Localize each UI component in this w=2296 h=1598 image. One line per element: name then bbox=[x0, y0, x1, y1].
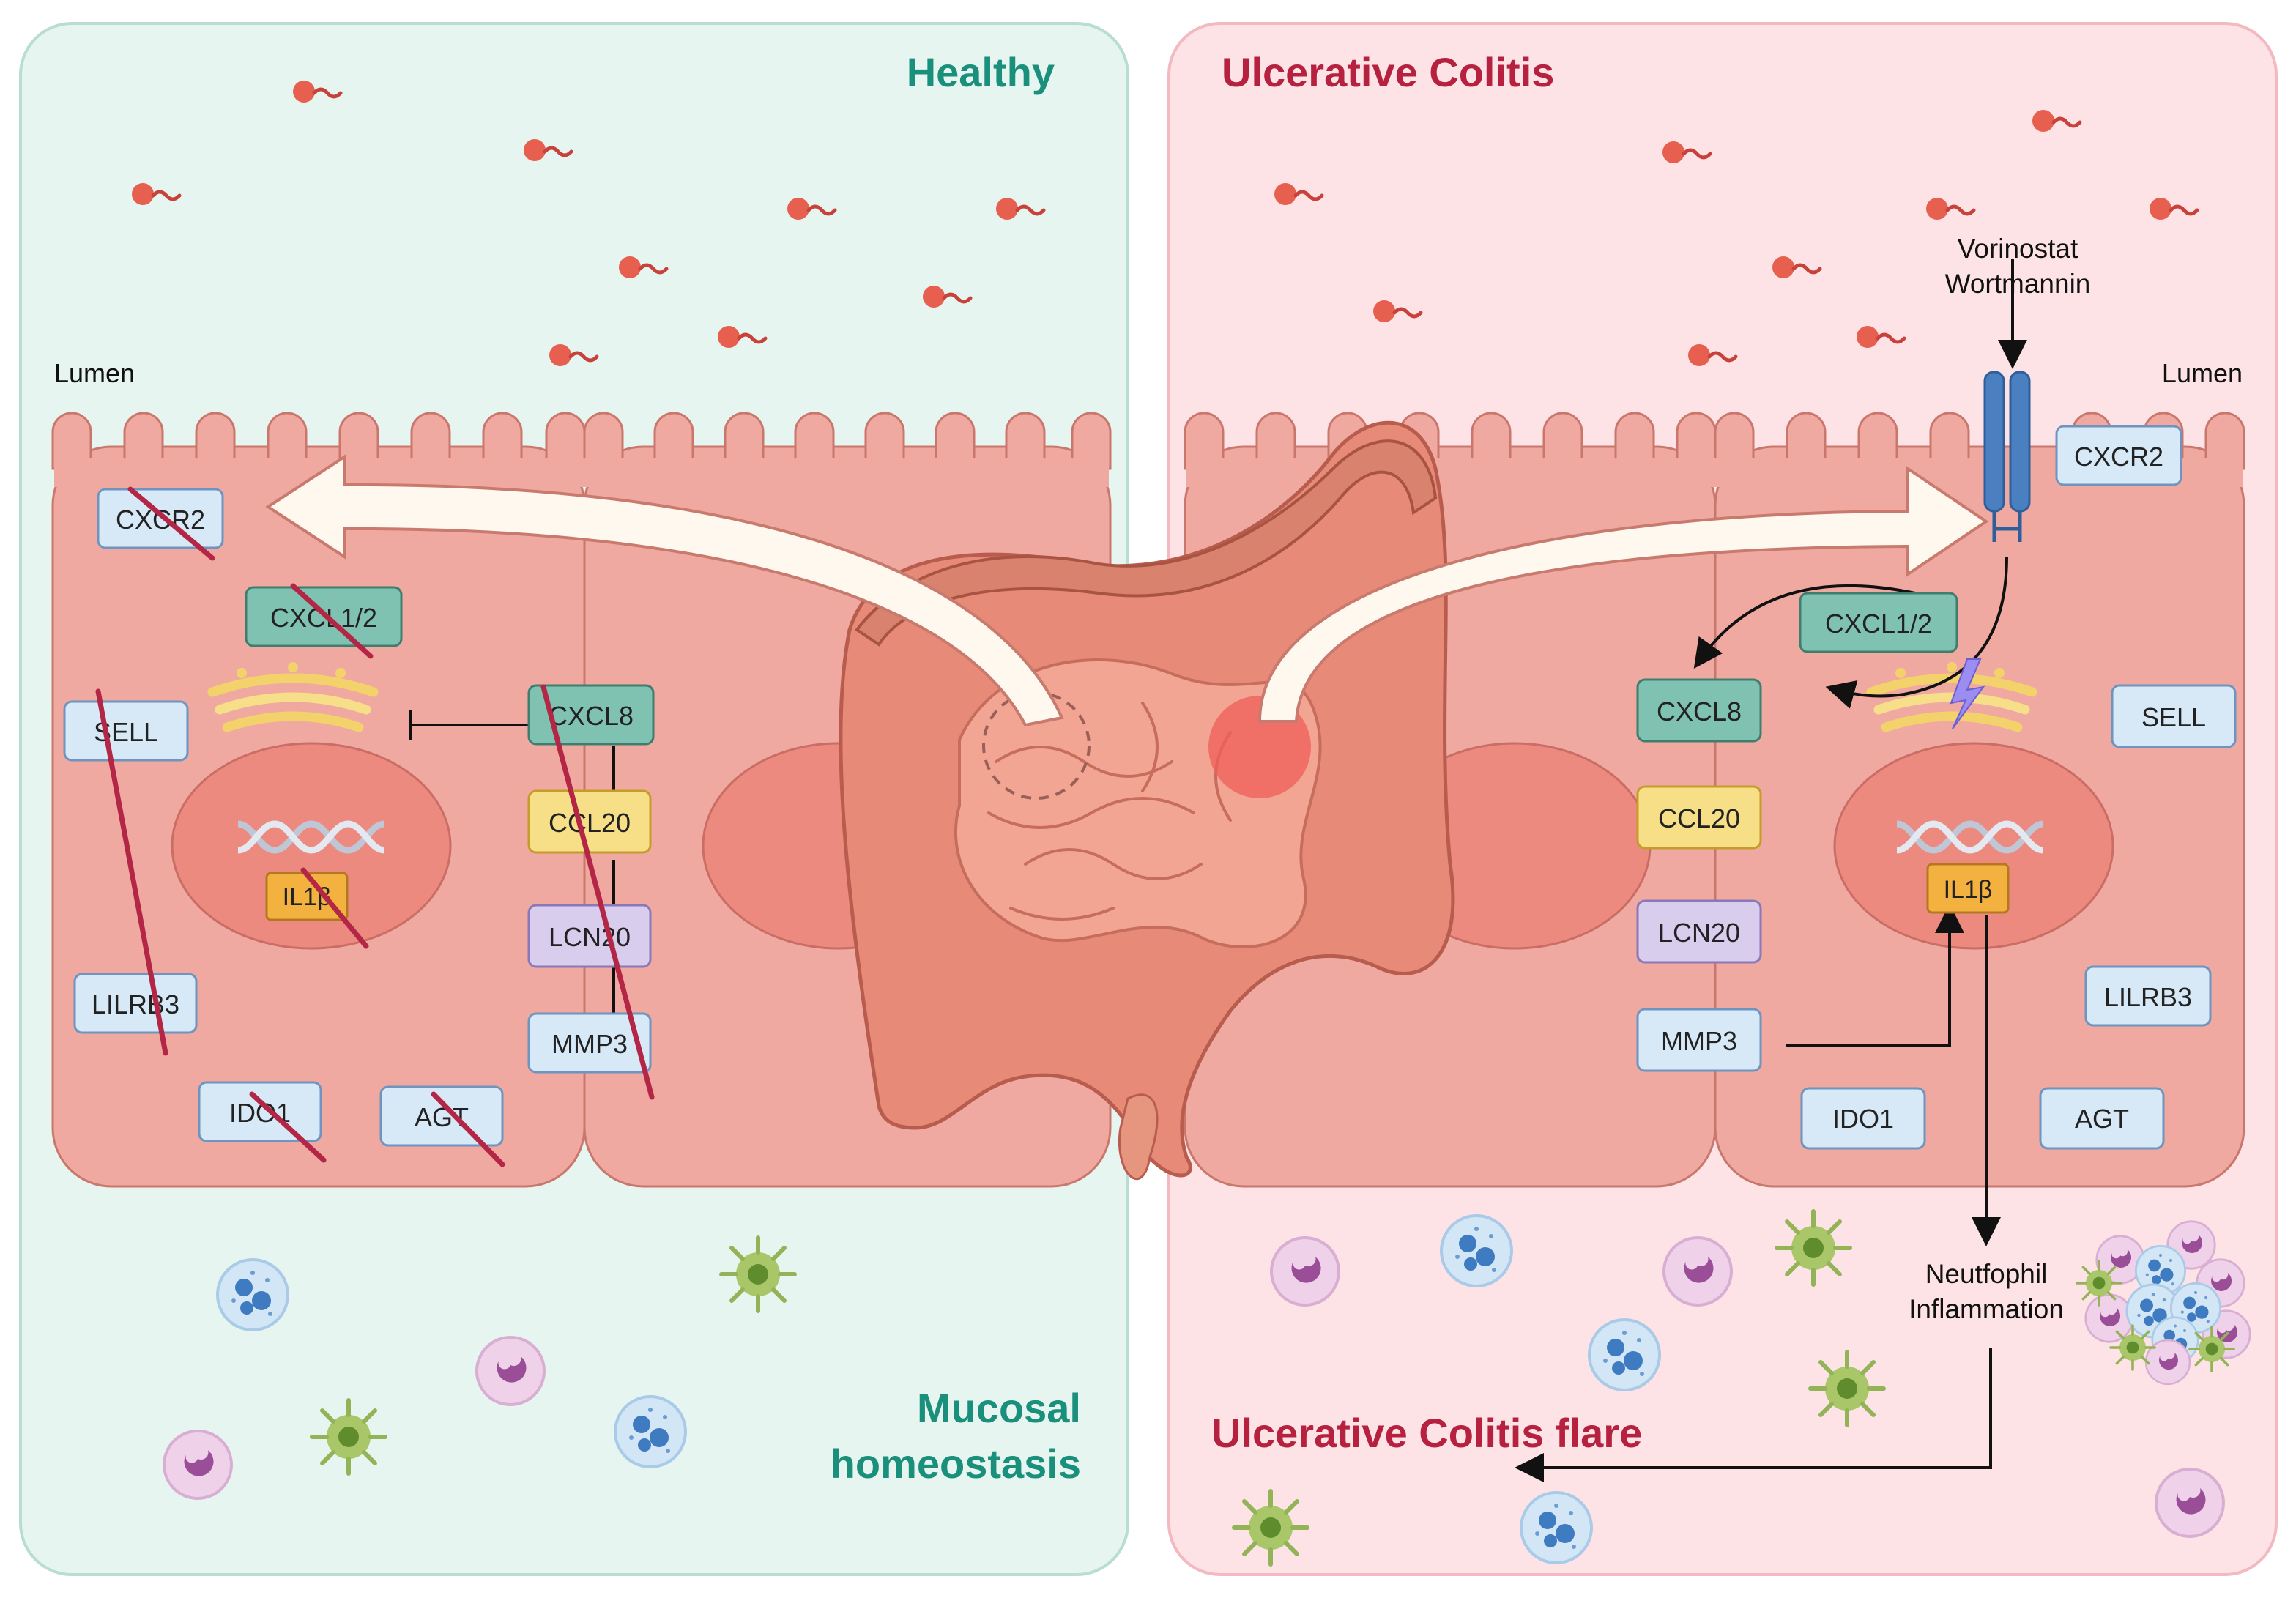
healthy-lumen-label: Lumen bbox=[54, 358, 135, 388]
gene-box-uc-ido1: IDO1 bbox=[1800, 1087, 1926, 1150]
svg-text:AGT: AGT bbox=[415, 1102, 469, 1132]
mucosal-label: Mucosal bbox=[917, 1385, 1081, 1431]
gene-box-uc-agt: AGT bbox=[2039, 1087, 2165, 1150]
gene-box-healthy-il1b: IL1β bbox=[265, 872, 349, 921]
gene-box-uc-lcn20: LCN20 bbox=[1636, 899, 1762, 964]
uc-connectors bbox=[1515, 259, 2027, 1482]
gene-box-uc-cxcl12: CXCL1/2 bbox=[1799, 592, 1958, 653]
downregulated-strikes bbox=[95, 486, 655, 1167]
healthy-title: Healthy bbox=[907, 49, 1055, 95]
lightning-icon bbox=[1950, 658, 1985, 729]
svg-text:CXCR2: CXCR2 bbox=[116, 505, 205, 535]
svg-text:MMP3: MMP3 bbox=[1661, 1026, 1737, 1056]
svg-text:LILRB3: LILRB3 bbox=[2104, 982, 2192, 1012]
gene-box-healthy-cxcl8: CXCL8 bbox=[527, 684, 655, 746]
svg-text:LILRB3: LILRB3 bbox=[92, 989, 179, 1019]
svg-text:SELL: SELL bbox=[2141, 702, 2206, 732]
gene-box-healthy-agt: AGT bbox=[379, 1085, 504, 1147]
gene-box-healthy-lilrb3: LILRB3 bbox=[73, 973, 198, 1034]
svg-text:AGT: AGT bbox=[2075, 1104, 2129, 1134]
uc-flare-label: Ulcerative Colitis flare bbox=[1211, 1410, 1642, 1456]
svg-text:CXCL1/2: CXCL1/2 bbox=[270, 603, 377, 633]
svg-text:CXCR2: CXCR2 bbox=[2074, 442, 2163, 472]
gene-box-uc-il1b: IL1β bbox=[1926, 863, 2010, 914]
drug-wortmannin-label: Wortmannin bbox=[1945, 269, 2091, 299]
cxcr2-receptor bbox=[1983, 371, 2031, 542]
gene-box-uc-sell: SELL bbox=[2111, 684, 2237, 748]
svg-text:LCN20: LCN20 bbox=[1658, 918, 1740, 948]
svg-text:IDO1: IDO1 bbox=[1832, 1104, 1894, 1134]
svg-text:CXCL8: CXCL8 bbox=[549, 701, 634, 731]
healthy-nucleus bbox=[171, 742, 452, 950]
gene-box-uc-lilrb3: LILRB3 bbox=[2084, 965, 2212, 1027]
gene-box-uc-ccl20: CCL20 bbox=[1636, 785, 1762, 850]
gene-box-healthy-ccl20: CCL20 bbox=[527, 789, 652, 854]
uc-lumen-label: Lumen bbox=[2162, 358, 2243, 388]
zoom-arrows bbox=[265, 454, 1989, 727]
uc-title: Ulcerative Colitis bbox=[1222, 49, 1554, 95]
svg-text:IL1β: IL1β bbox=[1944, 876, 1993, 904]
svg-text:CXCL8: CXCL8 bbox=[1657, 696, 1742, 726]
gene-box-healthy-ido1: IDO1 bbox=[198, 1081, 322, 1142]
gene-box-healthy-mmp3: MMP3 bbox=[527, 1012, 652, 1074]
gene-box-healthy-lcn20: LCN20 bbox=[527, 904, 652, 968]
gene-box-healthy-cxcr2: CXCR2 bbox=[97, 488, 224, 549]
gene-box-healthy-sell: SELL bbox=[63, 700, 189, 762]
gene-box-uc-cxcr2: CXCR2 bbox=[2055, 425, 2182, 486]
homeostasis-label: homeostasis bbox=[831, 1441, 1081, 1487]
intestine-illustration bbox=[839, 420, 1455, 1181]
neutrophil-label: Neutfophil bbox=[1925, 1259, 2048, 1289]
svg-text:LCN20: LCN20 bbox=[549, 922, 631, 952]
gene-box-uc-cxcl8: CXCL8 bbox=[1636, 678, 1762, 743]
svg-text:MMP3: MMP3 bbox=[551, 1029, 628, 1059]
inflammation-label: Inflammation bbox=[1909, 1294, 2064, 1324]
gene-box-healthy-cxcl12: CXCL1/2 bbox=[245, 586, 403, 647]
svg-text:CXCL1/2: CXCL1/2 bbox=[1825, 609, 1932, 639]
uc-nucleus bbox=[1833, 742, 2114, 950]
svg-text:CCL20: CCL20 bbox=[1658, 803, 1740, 833]
drug-vorinostat-label: Vorinostat bbox=[1958, 234, 2078, 264]
gene-box-uc-mmp3: MMP3 bbox=[1636, 1008, 1762, 1072]
svg-text:CCL20: CCL20 bbox=[549, 808, 631, 838]
